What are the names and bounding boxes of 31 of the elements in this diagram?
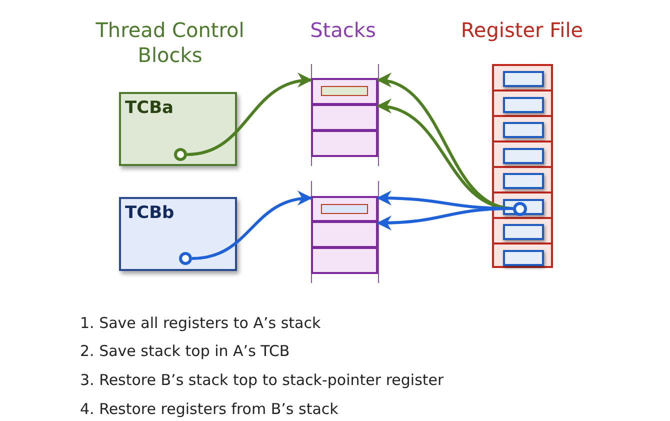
register-box <box>503 122 544 138</box>
block-name: TCBa <box>125 98 174 118</box>
register-box <box>503 198 544 214</box>
arrow <box>186 74 312 156</box>
pointer-dot <box>179 252 192 265</box>
stack-cell <box>311 221 378 248</box>
stack-cell <box>311 196 378 222</box>
stack-cell <box>311 130 378 157</box>
pointer-dot <box>513 202 527 216</box>
step-text: 3. Restore B’s stack top to stack-pointer register <box>80 371 444 389</box>
stack-cell <box>311 78 378 105</box>
register-box <box>503 173 544 189</box>
step-text: 2. Save stack top in A’s TCB <box>80 342 290 360</box>
register-box <box>503 250 544 266</box>
column-heading: Thread Control Blocks <box>94 18 246 68</box>
column-heading: Register File <box>460 18 584 42</box>
step-text: 1. Save all registers to A’s stack <box>80 314 321 332</box>
register-box <box>503 71 544 87</box>
column-heading: Stacks <box>309 18 377 42</box>
control-block-box <box>119 197 237 271</box>
pointer-dot <box>174 148 187 161</box>
register-box <box>503 96 544 112</box>
arrow <box>192 192 312 260</box>
register-box <box>503 148 544 164</box>
stack-cell <box>311 247 378 274</box>
control-block-box <box>119 92 237 166</box>
block-name: TCBb <box>125 203 174 223</box>
register-file-box <box>492 64 553 268</box>
stack-cell <box>311 104 378 131</box>
register-box <box>503 224 544 240</box>
step-text: 4. Restore registers from B’s stack <box>80 400 338 418</box>
